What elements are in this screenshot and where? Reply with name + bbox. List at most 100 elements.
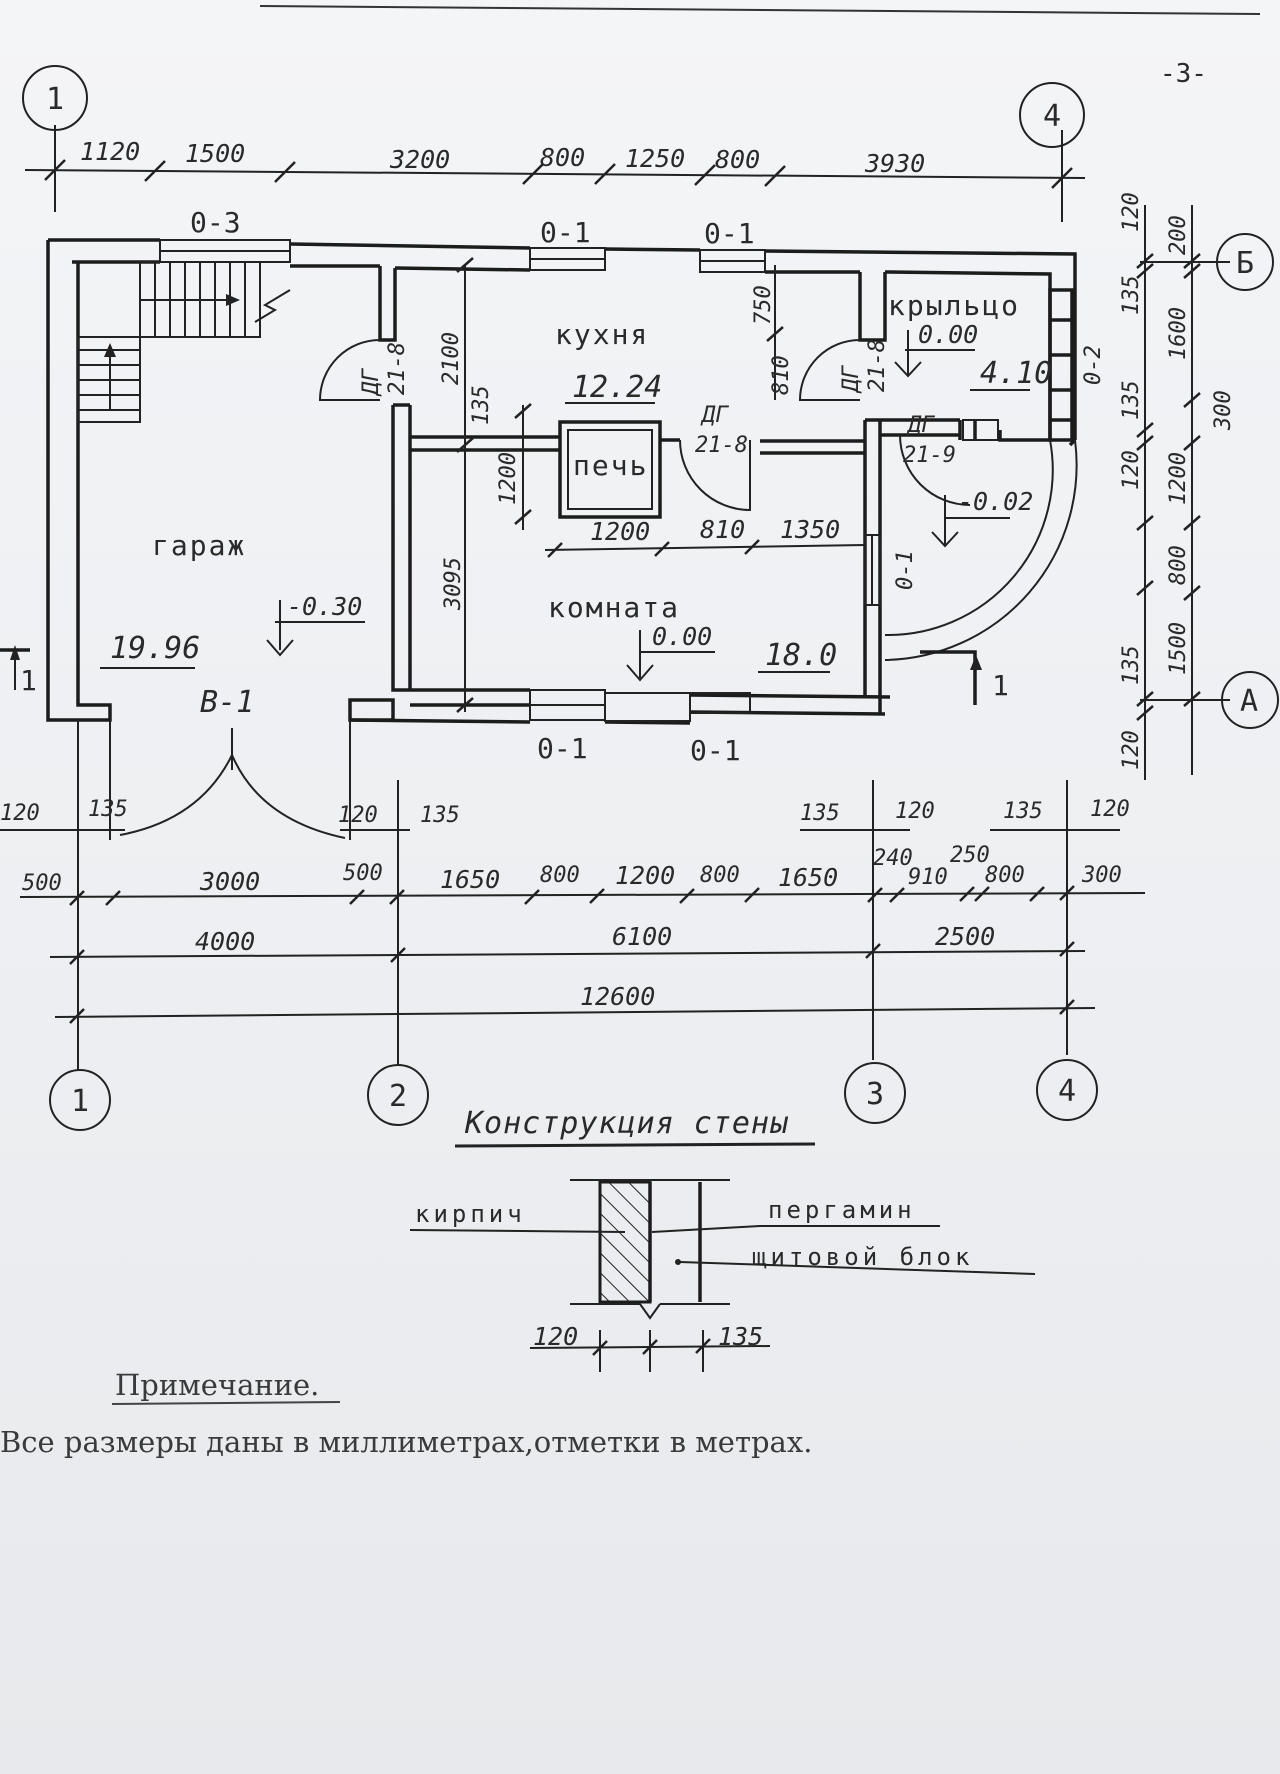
svg-text:1: 1 (71, 1084, 89, 1119)
axis-marker-a: А (1221, 671, 1279, 729)
dim-top-2: 1500 (185, 139, 245, 168)
svg-text:ДГ: ДГ (700, 403, 729, 428)
svg-text:2100: 2100 (439, 332, 464, 385)
svg-text:910: 910 (908, 865, 948, 890)
svg-text:120: 120 (0, 801, 40, 826)
dim-top-4: 800 (540, 143, 585, 172)
svg-text:250: 250 (950, 843, 990, 868)
dim-top-6: 800 (715, 145, 760, 174)
axis-marker-1-top: 1 (22, 65, 88, 131)
porch-name: крыльцо (888, 289, 1020, 322)
svg-text:21-9: 21-9 (903, 443, 956, 468)
room-area: 18.0 (765, 638, 837, 673)
svg-text:А: А (1240, 684, 1258, 719)
svg-text:120: 120 (1119, 450, 1144, 490)
dim-top-7: 3930 (864, 149, 925, 178)
svg-text:810: 810 (700, 515, 745, 544)
inner-dimensions: 2100 3095 135 1200 750 810 1200 810 1350 (439, 257, 866, 713)
svg-text:500: 500 (343, 861, 383, 886)
windows (159, 239, 999, 722)
garage-level: -0.30 (287, 592, 362, 621)
svg-text:1500: 1500 (1166, 622, 1191, 675)
brick-label: кирпич (415, 1200, 526, 1228)
svg-text:135: 135 (420, 803, 460, 828)
note-text: Все размеры даны в миллиметрах,отметки в… (0, 1425, 812, 1459)
garage-name: гараж (152, 529, 246, 562)
room-level: 0.00 (652, 622, 712, 651)
svg-text:1650: 1650 (778, 863, 838, 892)
svg-text:ДГ: ДГ (906, 413, 935, 438)
svg-text:135: 135 (88, 797, 128, 822)
svg-text:0-1: 0-1 (690, 734, 741, 767)
svg-text:0-1: 0-1 (540, 216, 591, 249)
svg-text:1650: 1650 (440, 865, 500, 894)
svg-text:2500: 2500 (935, 922, 995, 951)
svg-text:21-8: 21-8 (385, 342, 410, 395)
window-marks: 0-3 0-1 0-1 0-1 0-1 0-1 0-2 (190, 206, 1106, 767)
porch-level: 0.00 (918, 320, 978, 349)
svg-text:0-1: 0-1 (893, 550, 918, 590)
svg-text:800: 800 (985, 863, 1025, 888)
porch-area: 4.10 (980, 356, 1052, 391)
svg-text:ДГ: ДГ (839, 365, 864, 394)
svg-text:1: 1 (20, 664, 37, 697)
svg-text:810: 810 (769, 355, 794, 395)
svg-text:135: 135 (800, 801, 840, 826)
dim-top-3: 3200 (389, 145, 450, 174)
note-block: Примечание. Все размеры даны в миллиметр… (0, 1368, 812, 1459)
svg-text:120: 120 (1119, 730, 1144, 770)
bottom-small-dims: 120 135 120 135 135 120 135 120 (0, 797, 1130, 831)
svg-text:1600: 1600 (1166, 307, 1191, 360)
svg-text:4000: 4000 (195, 927, 255, 956)
svg-text:1200: 1200 (496, 452, 521, 505)
svg-text:ДГ: ДГ (359, 368, 384, 397)
svg-text:1: 1 (46, 82, 64, 117)
axis-marker-3-bottom: 3 (844, 1062, 906, 1124)
bottom-dimension-chain-1: 500 3000 500 1650 800 1200 800 1650 240 … (19, 843, 1146, 906)
svg-text:1200: 1200 (590, 517, 650, 546)
svg-text:135: 135 (469, 385, 494, 425)
axis-lines (77, 720, 1068, 1070)
svg-text:1200: 1200 (615, 861, 675, 890)
section-marks: 1 1 (0, 645, 1009, 705)
dim-top-5: 1250 (625, 144, 685, 173)
pergamin-label: пергамин (768, 1196, 916, 1224)
stove-label: печь (573, 449, 648, 482)
svg-text:135: 135 (1003, 799, 1043, 824)
svg-text:500: 500 (22, 871, 62, 896)
svg-text:800: 800 (700, 863, 740, 888)
svg-text:120: 120 (533, 1322, 578, 1351)
axis-marker-b: Б (1216, 233, 1274, 291)
svg-text:135: 135 (1119, 380, 1144, 420)
svg-text:750: 750 (751, 285, 776, 325)
svg-text:3095: 3095 (441, 557, 466, 611)
porch-level-2: -0.02 (958, 487, 1033, 516)
svg-text:120: 120 (895, 799, 935, 824)
staircase (77, 261, 291, 423)
svg-text:800: 800 (540, 863, 580, 888)
wall-construction-detail: Конструкция стены кирпич пергамин щитово… (409, 1106, 1036, 1372)
axis-marker-1-bottom: 1 (49, 1069, 111, 1131)
svg-text:240: 240 (873, 846, 913, 871)
svg-text:0-1: 0-1 (704, 217, 755, 250)
svg-text:300: 300 (1211, 390, 1236, 431)
svg-text:6100: 6100 (612, 922, 672, 951)
svg-text:300: 300 (1081, 863, 1122, 888)
svg-text:21-8: 21-8 (695, 433, 748, 458)
right-dimension-chain: 120 200 135 1600 135 300 120 1200 800 13… (1119, 192, 1236, 780)
block-label: щитовой блок (752, 1243, 973, 1271)
building-walls (46, 238, 1077, 725)
svg-text:3: 3 (866, 1077, 884, 1112)
bottom-total-dimension: 12600 (54, 982, 1096, 1024)
svg-text:120: 120 (1090, 797, 1130, 822)
svg-text:4: 4 (1058, 1074, 1076, 1109)
svg-text:800: 800 (1166, 545, 1191, 585)
svg-text:200: 200 (1166, 215, 1191, 255)
page-number: -3- (1160, 59, 1207, 89)
svg-text:0-3: 0-3 (190, 206, 241, 239)
svg-text:135: 135 (1119, 275, 1144, 315)
svg-text:1: 1 (992, 669, 1009, 702)
axis-marker-4-top: 4 (1019, 82, 1085, 148)
bottom-dimension-chain-2: 4000 6100 2500 (49, 922, 1086, 965)
